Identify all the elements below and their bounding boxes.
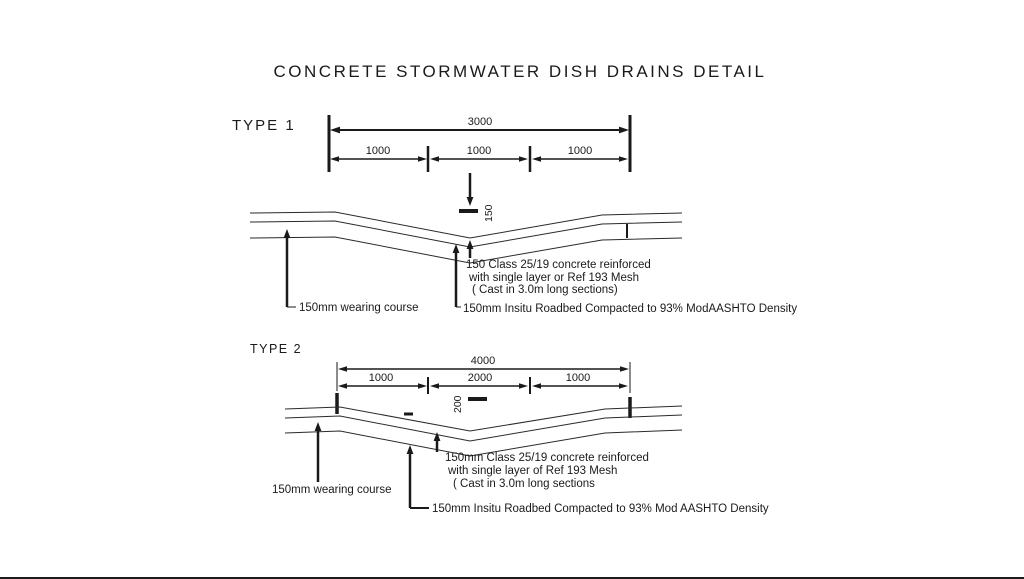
note-wearing-course: 150mm wearing course	[272, 484, 392, 496]
dim-text-overall: 3000	[468, 116, 492, 128]
type2-section-profile	[284, 405, 683, 457]
arrowhead	[532, 156, 541, 162]
dim-text-left: 1000	[366, 145, 390, 157]
note-wearing-course: 150mm wearing course	[299, 302, 419, 314]
dim-text-right: 1000	[568, 145, 592, 157]
note-concrete-1: 150mm Class 25/19 concrete reinforced	[445, 452, 649, 464]
type1-section-profile	[249, 211, 683, 264]
type1-annotations: 150mm wearing course 150 Class 25/19 con…	[283, 229, 797, 315]
leader-arrowhead	[452, 244, 460, 253]
dim-text-depth: 200	[452, 395, 464, 413]
arrowhead	[519, 156, 528, 162]
type2-detail: TYPE 2 4000 1000 2000	[250, 342, 769, 515]
type2-label: TYPE 2	[250, 342, 302, 356]
arrowhead-down	[466, 197, 474, 206]
note-concrete-3: ( Cast in 3.0m long sections	[453, 478, 595, 490]
type2-dimensions: 4000 1000 2000 1000 200	[335, 355, 632, 418]
leader-arrowhead	[406, 445, 414, 454]
arrowhead	[519, 383, 528, 389]
type2-annotations: 150mm Class 25/19 concrete reinforced wi…	[272, 422, 769, 515]
type1-detail: TYPE 1 3000 1000 1000 1000	[232, 115, 797, 315]
note-concrete-2: with single layer or Ref 193 Mesh	[468, 272, 639, 284]
arrowhead	[430, 156, 439, 162]
dim-text-mid: 2000	[468, 372, 492, 384]
dim-text-overall: 4000	[471, 355, 495, 367]
arrowhead	[330, 126, 340, 134]
arrowhead	[418, 383, 427, 389]
type1-label: TYPE 1	[232, 117, 296, 134]
roadbed-line	[284, 429, 683, 457]
arrowhead	[619, 383, 628, 389]
arrowhead	[418, 156, 427, 162]
dim-text-mid: 1000	[467, 145, 491, 157]
note-roadbed: 150mm Insitu Roadbed Compacted to 93% Mo…	[432, 503, 769, 515]
wearing-course-line	[284, 414, 683, 442]
arrowhead	[620, 366, 629, 372]
title-block: CONCRETE STORMWATER DISH DRAINS DETAIL	[274, 62, 767, 81]
note-concrete-1: 150 Class 25/19 concrete reinforced	[466, 259, 651, 271]
dim-text-left: 1000	[369, 372, 393, 384]
type1-dimensions: 3000 1000 1000 1000 150	[327, 115, 632, 222]
road-surface-line	[284, 405, 683, 432]
note-roadbed: 150mm Insitu Roadbed Compacted to 93% Mo…	[463, 303, 797, 315]
leader-arrowhead	[283, 229, 291, 238]
arrowhead	[532, 383, 541, 389]
leader-arrowhead	[433, 432, 441, 441]
leader-arrowhead	[466, 240, 474, 249]
dim-text-depth: 150	[483, 204, 495, 222]
roadbed-line	[249, 236, 683, 264]
road-surface-line	[249, 211, 683, 239]
arrowhead	[330, 156, 339, 162]
arrowhead	[338, 366, 347, 372]
dim-text-right: 1000	[566, 372, 590, 384]
note-concrete-3: ( Cast in 3.0m long sections)	[472, 284, 618, 296]
drawing-title: CONCRETE STORMWATER DISH DRAINS DETAIL	[274, 62, 767, 81]
leader-arrowhead	[314, 422, 322, 431]
arrowhead	[430, 383, 439, 389]
arrowhead	[619, 156, 628, 162]
wearing-course-line	[249, 220, 683, 248]
arrowhead	[619, 126, 629, 134]
arrowhead	[338, 383, 347, 389]
note-concrete-2: with single layer of Ref 193 Mesh	[447, 465, 617, 477]
